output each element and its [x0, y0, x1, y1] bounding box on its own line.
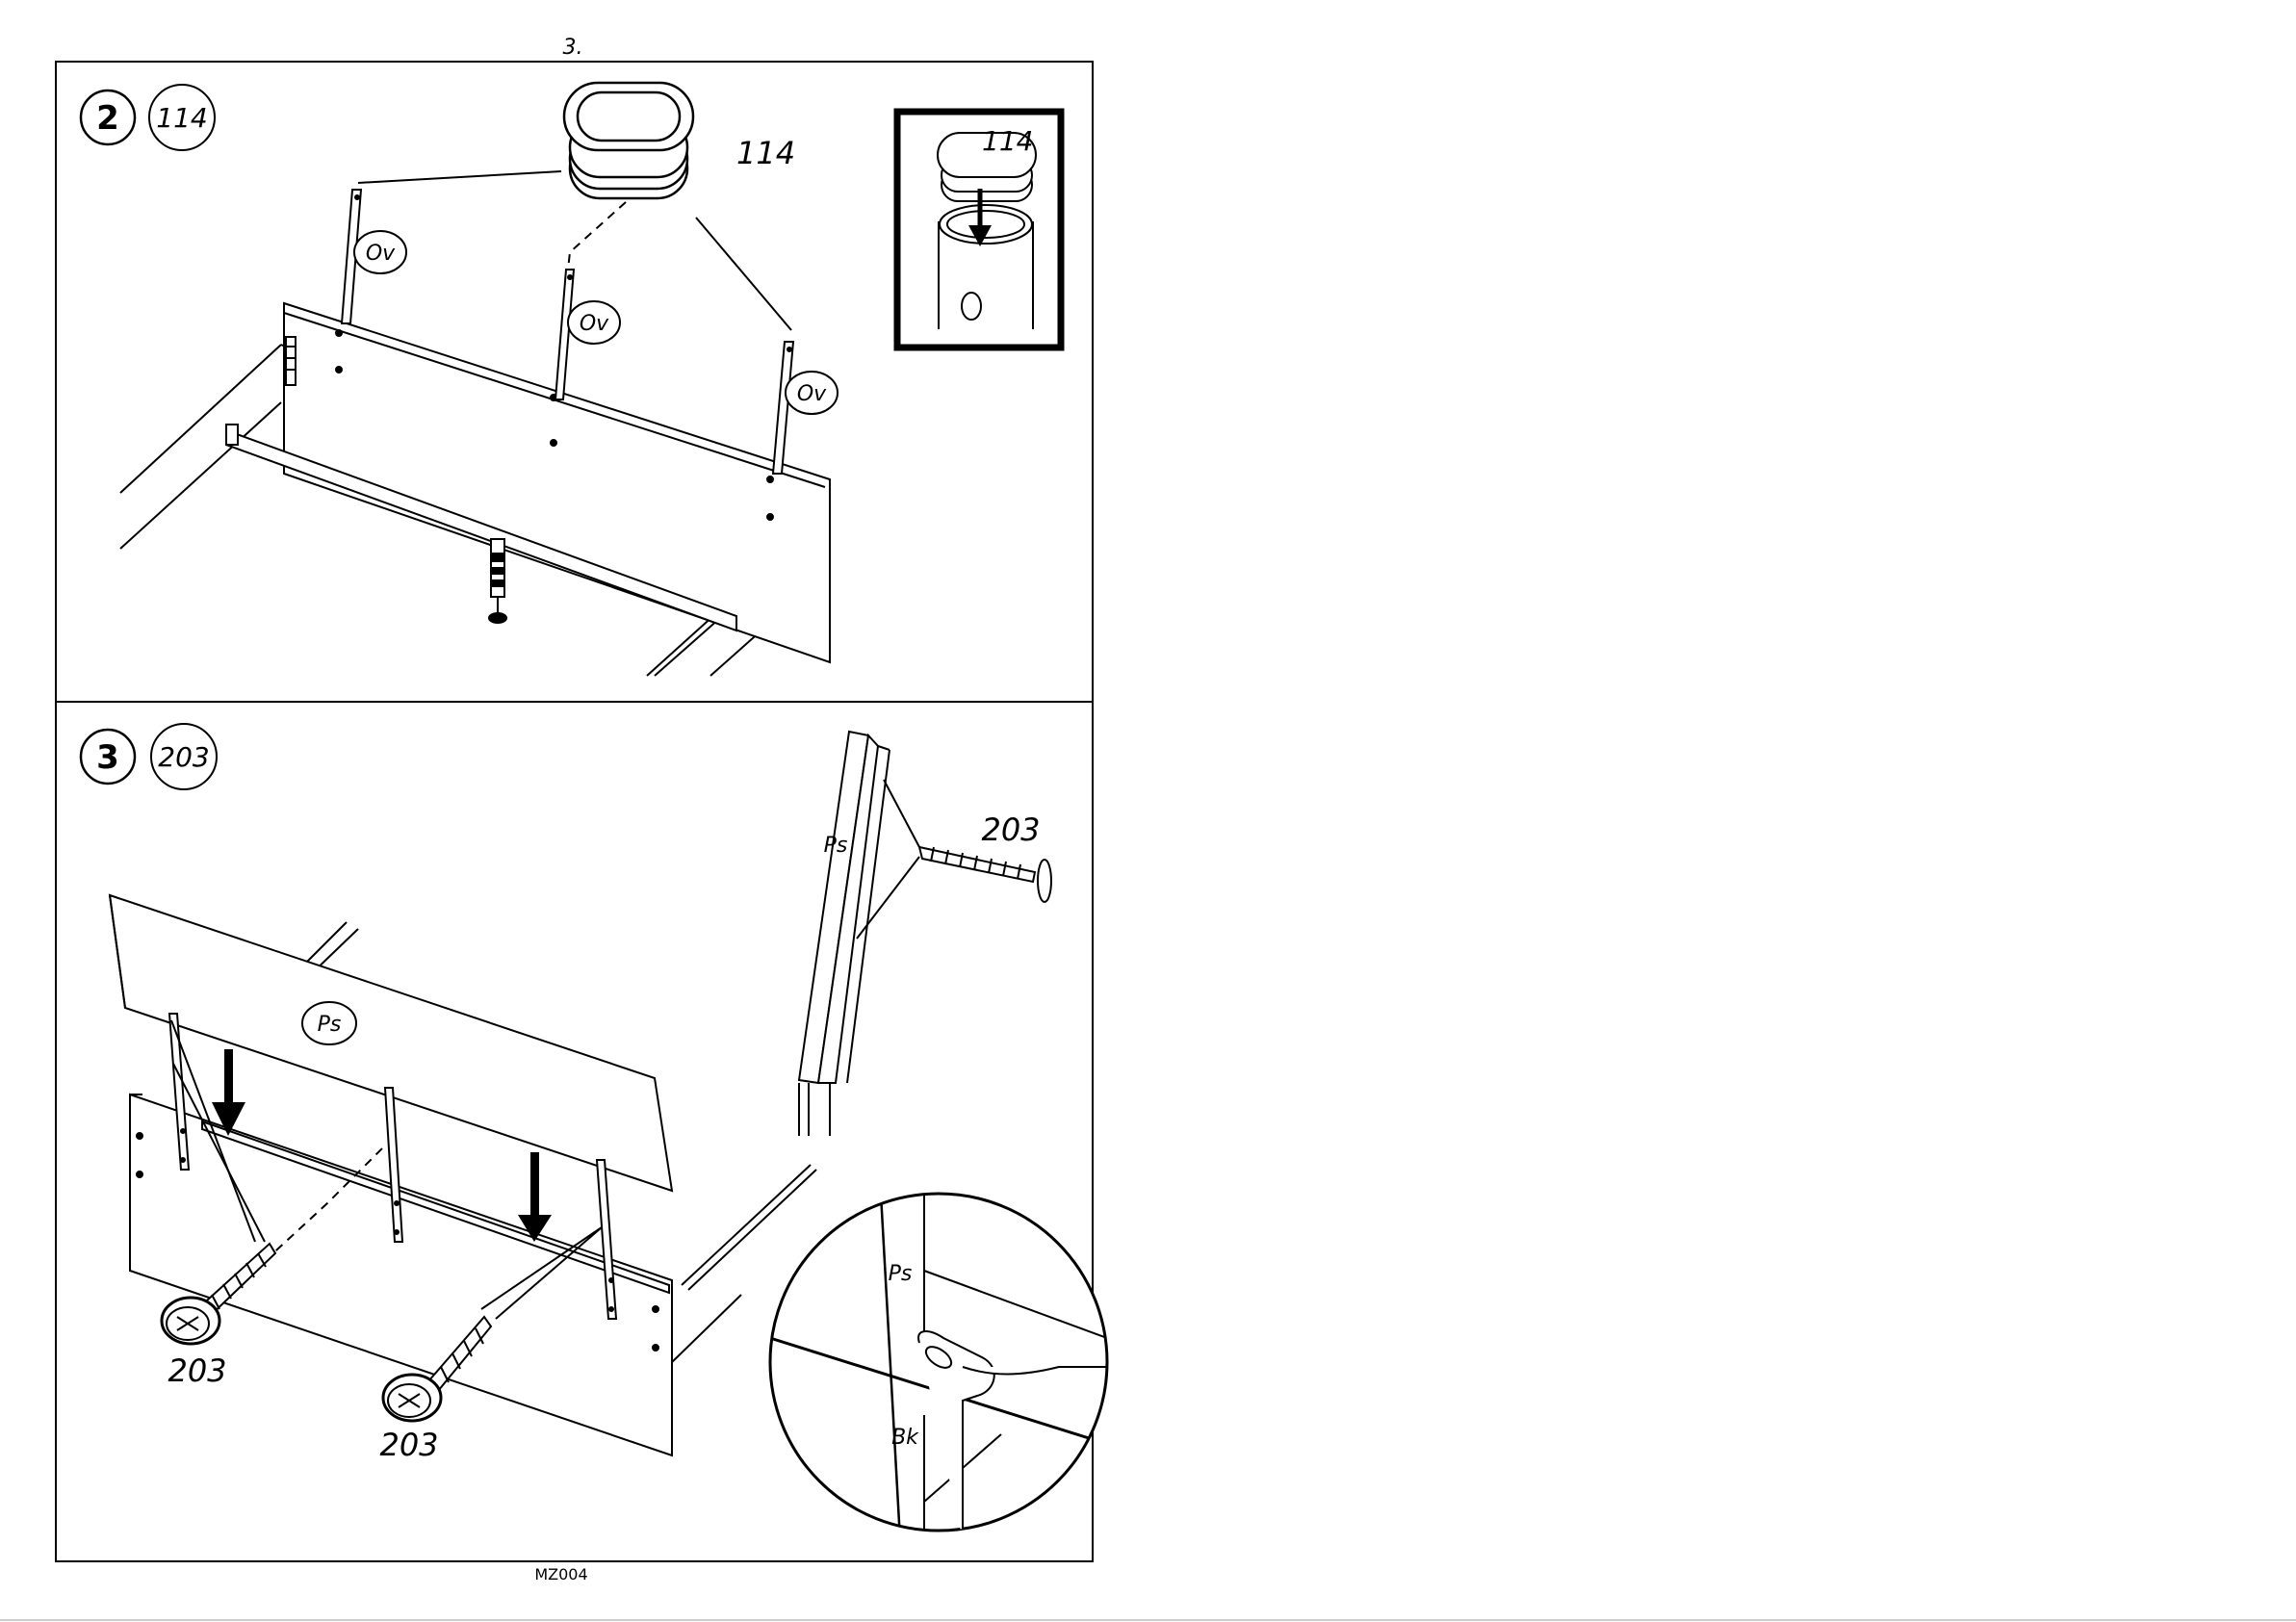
- step-2-panel: 2 114: [56, 62, 1093, 702]
- inset-label: 114: [982, 125, 1033, 157]
- detail-label-ps: Ps: [889, 1262, 913, 1286]
- pin-label-3: Ov: [786, 372, 838, 414]
- pin-label-2: Ov: [568, 301, 620, 344]
- svg-text:Ov: Ov: [797, 382, 827, 406]
- svg-text:Ps: Ps: [318, 1013, 342, 1037]
- page-number: 3.: [563, 36, 583, 60]
- step-2-part-badge: 114: [149, 85, 215, 150]
- step-2-number-badge: 2: [81, 90, 135, 144]
- ps-panel-label: Ps: [302, 1002, 356, 1044]
- screw-icon-3: [919, 847, 1051, 902]
- step-3-number-badge: 3: [81, 730, 135, 784]
- detail-label-bk: Bk: [891, 1426, 919, 1450]
- step-2-number: 2: [96, 99, 119, 138]
- step-2-part-number: 114: [156, 102, 207, 134]
- footer-code: MZ004: [534, 1565, 587, 1583]
- side-view: [799, 732, 890, 1136]
- screw-label-3: 203: [981, 811, 1040, 848]
- screw-label-1: 203: [168, 1352, 226, 1389]
- step-3-part-badge: 203: [151, 724, 217, 789]
- end-cap-label: 114: [736, 135, 795, 171]
- end-cap-icon: [564, 83, 693, 198]
- leader-lines: [358, 171, 791, 330]
- detail-circle: Ps Bk: [770, 1194, 1107, 1540]
- step-3-number: 3: [96, 738, 119, 777]
- svg-text:Ov: Ov: [580, 312, 609, 336]
- side-view-label: Ps: [824, 834, 848, 858]
- support-leg: [489, 539, 506, 623]
- cap-insert-inset: 114: [897, 112, 1061, 348]
- svg-text:Ov: Ov: [366, 242, 396, 266]
- corner-bracket: [286, 337, 296, 385]
- down-arrow-icon: [212, 1049, 245, 1136]
- step-3-part-number: 203: [158, 741, 209, 773]
- step-3-panel: 3 203 Ps: [56, 702, 1107, 1561]
- pin-label-1: Ov: [354, 231, 406, 273]
- screw-label-2: 203: [379, 1427, 438, 1463]
